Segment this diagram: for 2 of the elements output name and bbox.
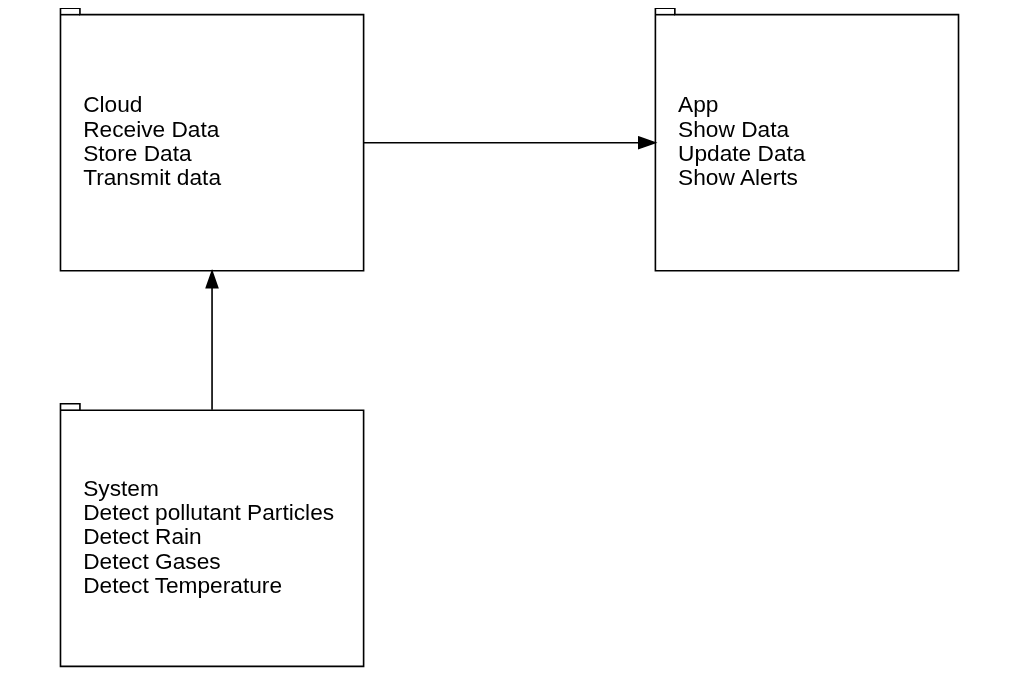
arrow: [204, 268, 219, 411]
arrow: [362, 135, 657, 150]
